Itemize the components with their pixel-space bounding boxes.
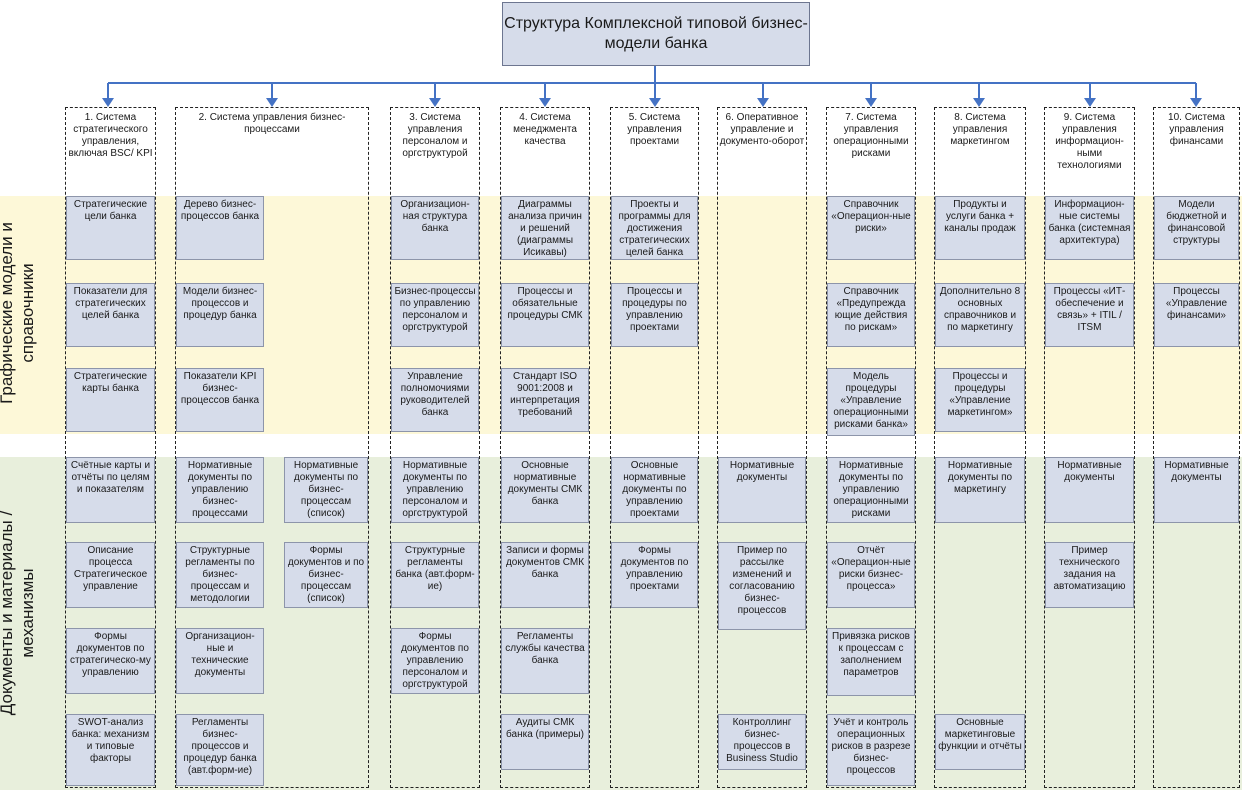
model-box: Процессы и обязательные процедуры СМК bbox=[501, 283, 589, 347]
model-box: Показатели KPI бизнес-процессов банка bbox=[176, 368, 264, 432]
doc-box: Организацион-ные и технические документы bbox=[176, 628, 264, 694]
model-box: Проекты и программы для достижения страт… bbox=[611, 196, 698, 260]
column-header-quality: 4. Система менеджмента качества bbox=[513, 112, 577, 147]
doc-box: Регламенты бизнес-процессов и процедур б… bbox=[176, 714, 264, 786]
doc-box: Нормативные документы bbox=[1045, 457, 1134, 523]
column-header-projects: 5. Система управления проектами bbox=[627, 112, 682, 147]
doc-box: Описание процесса Стратегическое управле… bbox=[66, 542, 155, 608]
model-box: Показатели для стратегических целей банк… bbox=[66, 283, 155, 347]
doc-box: Формы документов и по бизнес-процессам (… bbox=[284, 542, 368, 608]
documents-band-label: Документы и материалы / механизмы bbox=[0, 511, 37, 716]
model-box: Процессы и процедуры по управлению проек… bbox=[611, 283, 698, 347]
doc-box: Нормативные документы по управлению перс… bbox=[391, 457, 479, 523]
column-quality bbox=[500, 107, 590, 788]
doc-box: Контроллинг бизнес-процессов в Business … bbox=[718, 714, 806, 770]
models-band-label: Графические модели и справочники bbox=[0, 222, 37, 404]
column-it bbox=[1044, 107, 1135, 788]
doc-box: Регламенты службы качества банка bbox=[501, 628, 589, 694]
doc-box: Записи и формы документов СМК банка bbox=[501, 542, 589, 608]
model-box: Бизнес-процессы по управлению персоналом… bbox=[391, 283, 479, 347]
column-marketing bbox=[934, 107, 1026, 788]
model-box: Процессы «ИТ-обеспечение и связь» + ITIL… bbox=[1045, 283, 1134, 347]
doc-box: SWOT-анализ банка: механизм и типовые фа… bbox=[66, 714, 155, 786]
column-header-op-risks: 7. Система управления операционными риск… bbox=[833, 112, 909, 159]
model-box: Модели бизнес-процессов и процедур банка bbox=[176, 283, 264, 347]
doc-box: Структурные регламенты банка (авт.форм-и… bbox=[391, 542, 479, 608]
doc-box: Формы документов по стратегическо-му упр… bbox=[66, 628, 155, 694]
diagram-title: Структура Комплексной типовой бизнес-мод… bbox=[502, 2, 810, 66]
column-header-business-processes: 2. Система управления бизнес-процессами bbox=[198, 112, 346, 135]
column-header-personnel: 3. Система управления персоналом и оргст… bbox=[402, 112, 468, 159]
model-box: Модель процедуры «Управление операционны… bbox=[827, 368, 915, 436]
column-personnel bbox=[390, 107, 480, 788]
model-box: Процессы «Управление финансами» bbox=[1154, 283, 1239, 347]
column-projects bbox=[610, 107, 699, 788]
model-box: Продукты и услуги банка + каналы продаж bbox=[935, 196, 1025, 260]
model-box: Организацион-ная структура банка bbox=[391, 196, 479, 260]
doc-box: Нормативные документы по управлению опер… bbox=[827, 457, 915, 523]
connector-lines bbox=[102, 66, 1202, 107]
doc-box: Привязка рисков к процессам с заполнение… bbox=[827, 628, 915, 696]
model-box: Дерево бизнес-процессов банка bbox=[176, 196, 264, 260]
doc-box: Нормативные документы bbox=[718, 457, 806, 523]
doc-box: Нормативные документы по маркетингу bbox=[935, 457, 1025, 523]
doc-box: Основные нормативные документы по управл… bbox=[611, 457, 698, 523]
model-box: Управление полномочиями руководителей ба… bbox=[391, 368, 479, 432]
model-box: Дополнительно 8 основных справочников и … bbox=[935, 283, 1025, 347]
model-box: Информацион-ные системы банка (системная… bbox=[1045, 196, 1134, 260]
column-header-finance: 10. Система управления финансами bbox=[1168, 112, 1225, 147]
doc-box: Нормативные документы по бизнес-процесса… bbox=[284, 457, 368, 523]
doc-box: Структурные регламенты по бизнес-процесс… bbox=[176, 542, 264, 608]
model-box: Справочник «Операцион-ные риски» bbox=[827, 196, 915, 260]
model-box: Стратегические цели банка bbox=[66, 196, 155, 260]
column-business-processes bbox=[175, 107, 369, 788]
column-strategic bbox=[65, 107, 156, 788]
column-op-risks bbox=[826, 107, 916, 788]
doc-box: Основные маркетинговые функции и отчёты bbox=[935, 714, 1025, 770]
model-box: Процессы и процедуры «Управление маркети… bbox=[935, 368, 1025, 432]
doc-box: Аудиты СМК банка (примеры) bbox=[501, 714, 589, 770]
model-box: Стандарт ISO 9001:2008 и интерпретация т… bbox=[501, 368, 589, 432]
model-box: Диаграммы анализа причин и решений (диаг… bbox=[501, 196, 589, 260]
column-header-strategic: 1. Система стратегического управления, в… bbox=[68, 112, 153, 159]
doc-box: Счётные карты и отчёты по целям и показа… bbox=[66, 457, 155, 523]
column-header-marketing: 8. Система управления маркетингом bbox=[950, 112, 1010, 147]
model-box: Стратегические карты банка bbox=[66, 368, 155, 432]
doc-box: Нормативные документы bbox=[1154, 457, 1239, 523]
doc-box: Пример по рассылке изменений и согласова… bbox=[718, 542, 806, 630]
column-header-it: 9. Система управления информацион-ными т… bbox=[1055, 112, 1124, 171]
doc-box: Пример технического задания на автоматиз… bbox=[1045, 542, 1134, 608]
doc-box: Формы документов по управлению персонало… bbox=[391, 628, 479, 694]
column-finance bbox=[1153, 107, 1240, 788]
column-header-operations: 6. Оперативное управление и документо-об… bbox=[719, 112, 805, 147]
doc-box: Учёт и контроль операционных рисков в ра… bbox=[827, 714, 915, 786]
doc-box: Формы документов по управлению проектами bbox=[611, 542, 698, 608]
doc-box: Нормативные документы по управлению бизн… bbox=[176, 457, 264, 523]
doc-box: Отчёт «Операцион-ные риски бизнес-процес… bbox=[827, 542, 915, 608]
doc-box: Основные нормативные документы СМК банка bbox=[501, 457, 589, 523]
column-operations bbox=[717, 107, 807, 788]
model-box: Справочник «Предупрежда ющие действия по… bbox=[827, 283, 915, 347]
model-box: Модели бюджетной и финансовой структуры bbox=[1154, 196, 1239, 260]
